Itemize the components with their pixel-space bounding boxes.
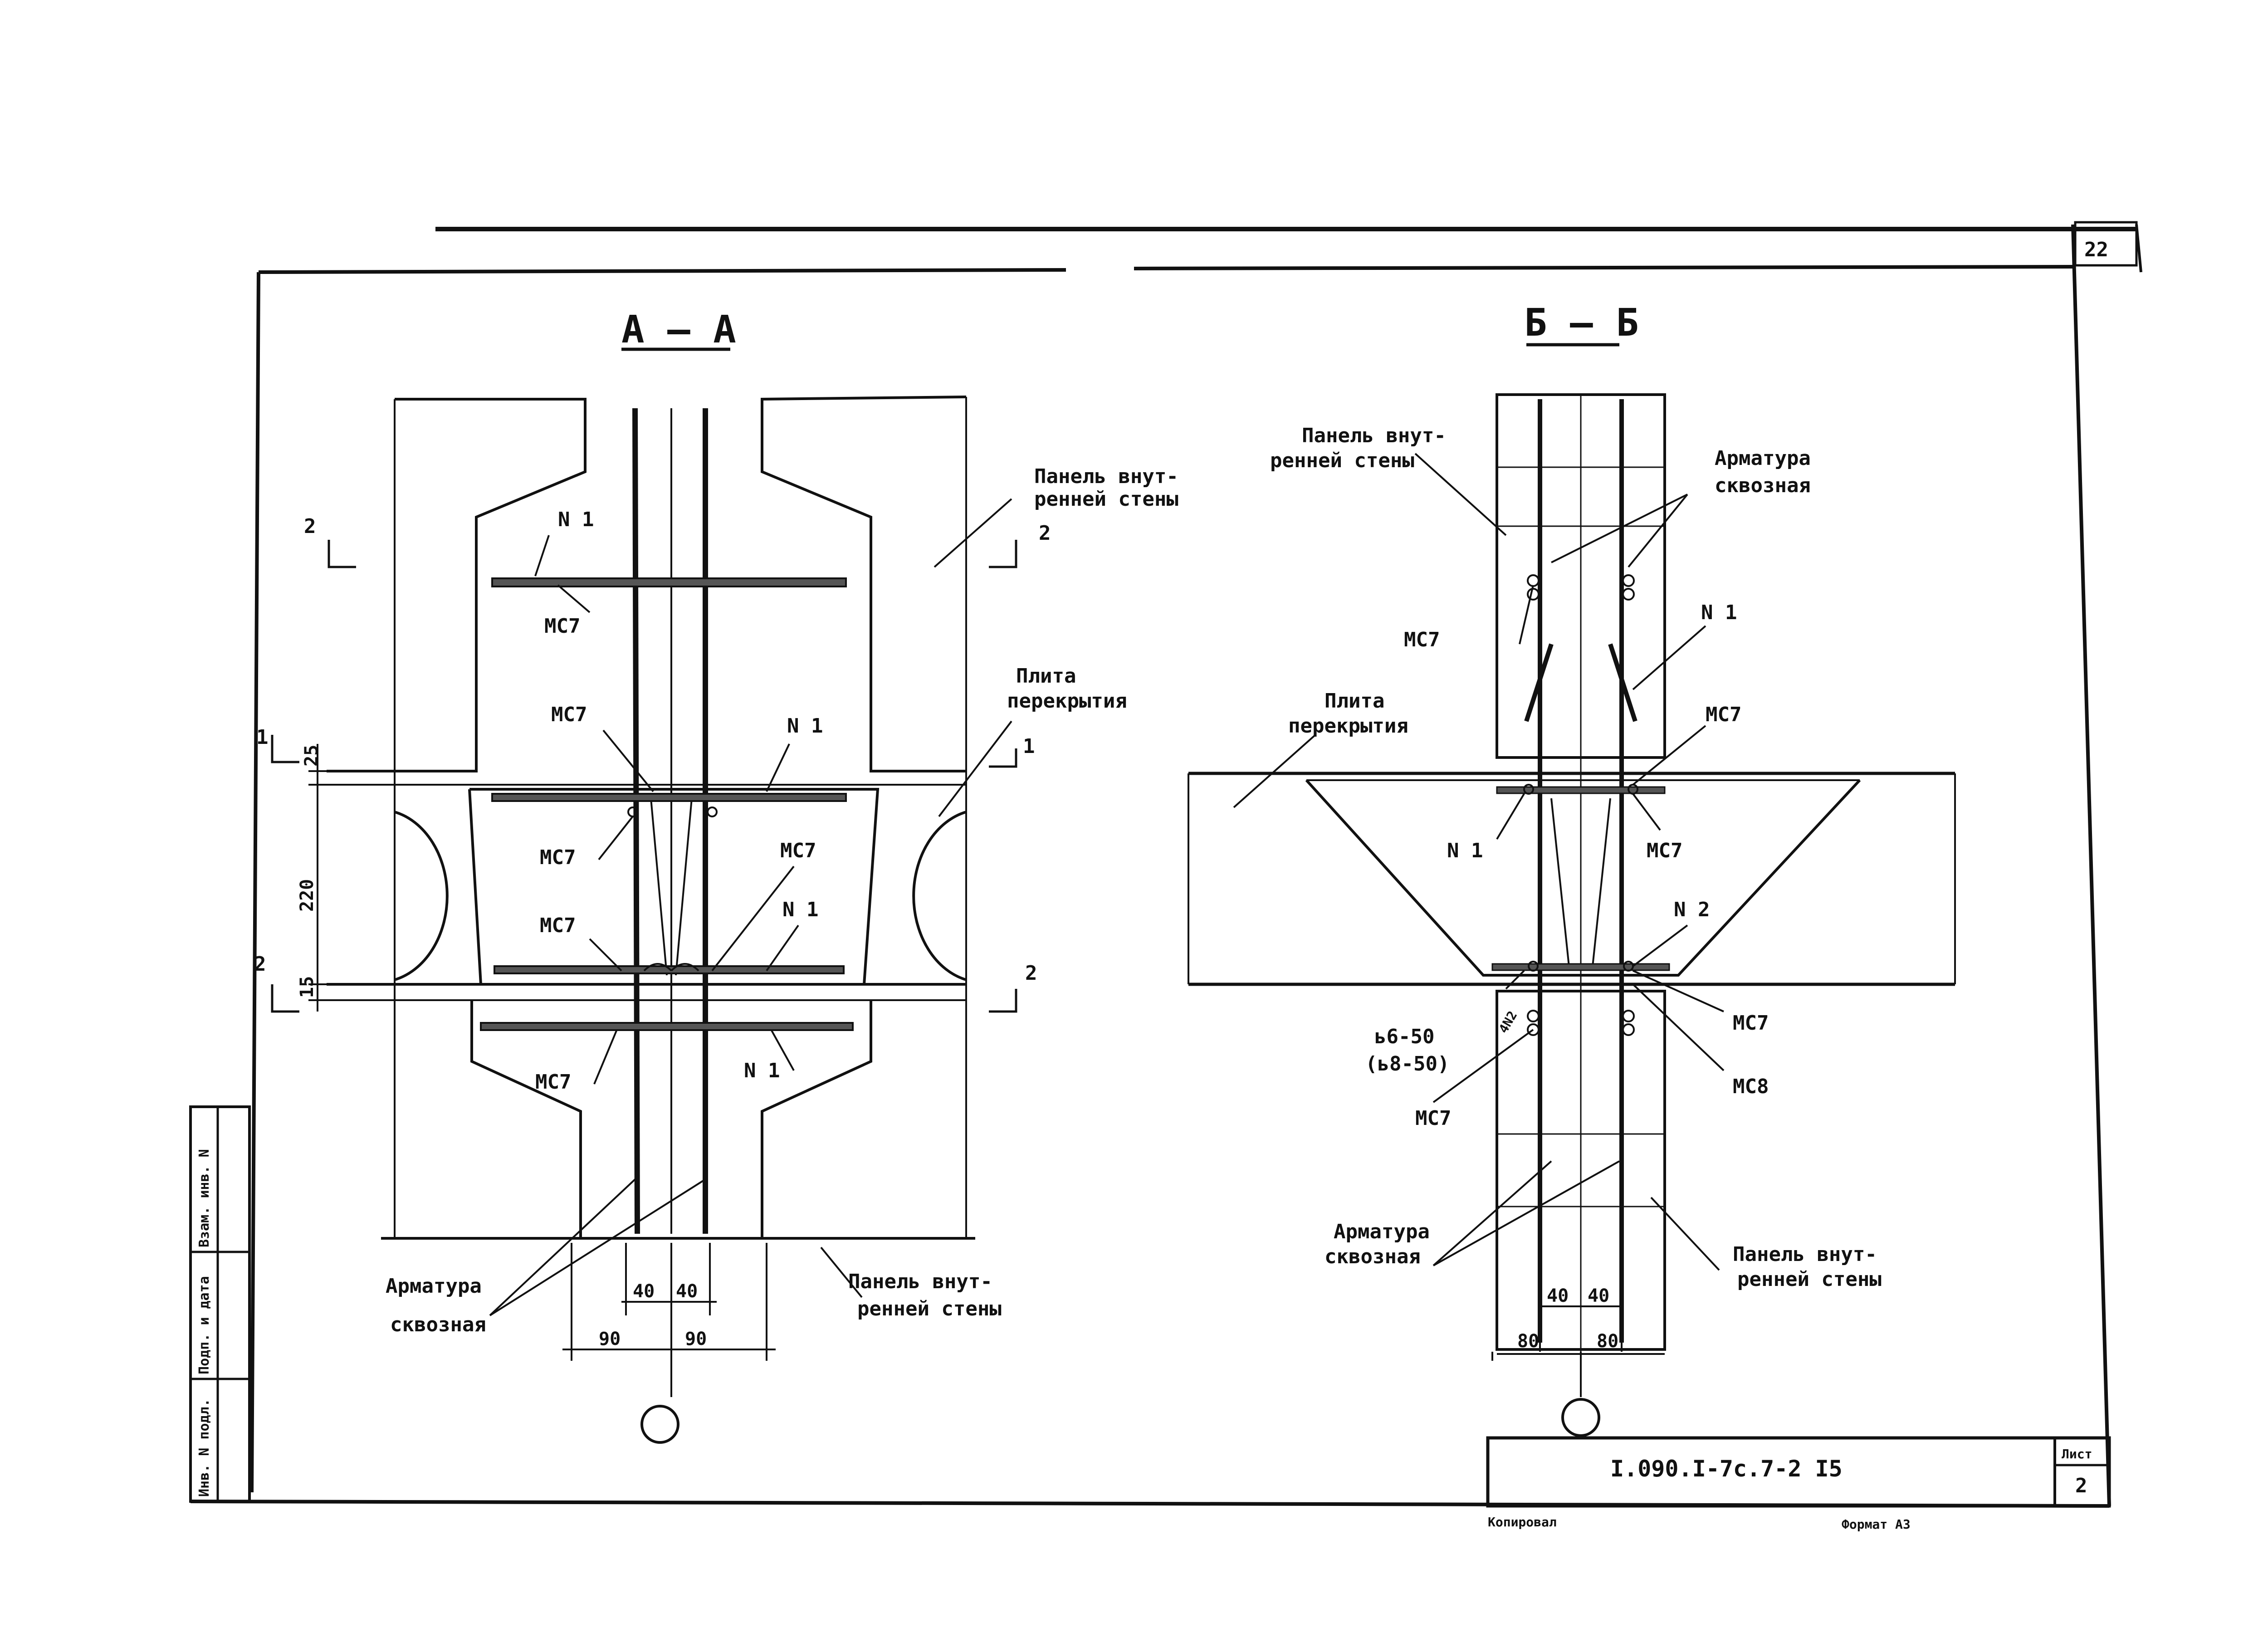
a-cut-2-top-left: 2 [304, 515, 316, 538]
frame [189, 221, 2142, 1508]
a-dim-90a: 90 [599, 1329, 621, 1349]
b-mc7-b: МС7 [1706, 703, 1741, 726]
b-mc7-d: МС7 [1733, 1012, 1769, 1035]
format-label: Формат А3 [1842, 1517, 1911, 1532]
b-n2: N 2 [1674, 898, 1710, 921]
a-mc7-b: МС7 [551, 703, 587, 726]
a-dim-15: 15 [297, 976, 318, 998]
a-cut-2-bot-left: 2 [254, 953, 266, 976]
a-dim-40b: 40 [676, 1281, 698, 1302]
b-4n2: 4N2 [1496, 1008, 1520, 1036]
copied-label: Копировал [1488, 1515, 1557, 1530]
b-rebar-bot-1: Арматура [1334, 1220, 1430, 1243]
b-dim-40b: 40 [1588, 1285, 1609, 1306]
b-rebar-top-1: Арматура [1715, 447, 1811, 470]
a-n1-bot: N 1 [744, 1059, 780, 1082]
a-rebar-label-2: сквозная [390, 1313, 486, 1336]
b-slab-1: Плита [1325, 689, 1384, 713]
a-mc7-f: МС7 [535, 1070, 571, 1094]
a-slab-label-1: Плита [1016, 665, 1076, 688]
sheet-label: Лист [2062, 1447, 2092, 1461]
corner-sheet-number: 22 [2084, 238, 2108, 261]
b-panel-top-1: Панель внут- [1302, 424, 1446, 447]
section-a-labels: Панель внут- ренней стены Плита перекрыт… [254, 465, 1178, 1349]
a-cut-2-bot-right: 2 [1025, 962, 1037, 985]
b-panel-top-2: ренней стены [1270, 449, 1414, 472]
a-dim-90b: 90 [685, 1329, 707, 1349]
section-a-title: А — А [621, 307, 736, 352]
left-strip: Инв. N подл. Подп. и дата Взам. инв. N [196, 1149, 212, 1497]
a-mc7-e: МС7 [540, 914, 576, 937]
a-dim-220: 220 [297, 879, 318, 912]
b-rebar-top-2: сквозная [1715, 474, 1811, 497]
strip-inv-number: Инв. N подл. [196, 1398, 212, 1497]
a-panel-label-1: Панель внут- [1034, 465, 1178, 488]
b-dim-40a: 40 [1547, 1285, 1569, 1306]
a-n1-top: N 1 [558, 508, 594, 531]
a-mc7-d: МС7 [780, 839, 816, 862]
b-slab-2: перекрытия [1288, 714, 1408, 738]
b-n1-b: N 1 [1447, 839, 1483, 862]
strip-replace-inv: Взам. инв. N [196, 1149, 212, 1247]
a-slab-label-2: перекрытия [1007, 689, 1127, 713]
a-rebar-label-1: Арматура [386, 1275, 482, 1298]
a-mc7-c: МС7 [540, 846, 576, 869]
a-n1-low: N 1 [782, 898, 818, 921]
section-a-drawing: А — А [271, 307, 1017, 1444]
b-weld-1: ь6-50 [1374, 1025, 1434, 1048]
b-dim-80a: 80 [1517, 1331, 1539, 1352]
b-rebar-bot-2: сквозная [1325, 1245, 1421, 1268]
b-panel-bot-1: Панель внут- [1733, 1243, 1877, 1266]
a-panel-label-2: ренней стены [1034, 488, 1178, 511]
b-mc7-e: МС7 [1415, 1107, 1451, 1130]
a-n1-mid: N 1 [787, 714, 823, 738]
strip-signature-date: Подп. и дата [196, 1276, 212, 1374]
doc-code: I.090.I-7c.7-2 I5 [1610, 1456, 1843, 1482]
title-stamp: I.090.I-7c.7-2 I5 Лист 2 Копировал Форма… [1488, 1447, 2092, 1532]
a-cut-1-left: 1 [256, 726, 269, 749]
a-panel-bottom-1: Панель внут- [848, 1270, 992, 1293]
b-mc8: МС8 [1733, 1075, 1769, 1098]
a-dim-25: 25 [301, 745, 322, 767]
a-mc7-a: МС7 [544, 615, 580, 638]
b-panel-bot-2: ренней стены [1737, 1268, 1882, 1291]
b-n1-a: N 1 [1701, 601, 1737, 624]
sheet-value: 2 [2075, 1474, 2087, 1497]
b-dim-80b: 80 [1597, 1331, 1618, 1352]
section-b-title: Б — Б [1524, 300, 1639, 345]
section-b-drawing: Б — Б [1188, 300, 1956, 1437]
section-b-labels: Панель внут- ренней стены Арматура сквоз… [1270, 424, 1882, 1352]
b-mc7-a: МС7 [1404, 628, 1440, 651]
a-panel-bottom-2: ренней стены [857, 1297, 1002, 1320]
b-mc7-c: МС7 [1647, 839, 1682, 862]
a-cut-1-right: 1 [1023, 735, 1035, 758]
a-dim-40a: 40 [633, 1281, 655, 1302]
a-cut-2-top-right: 2 [1039, 522, 1051, 545]
b-weld-2: (ь8-50) [1365, 1052, 1449, 1075]
